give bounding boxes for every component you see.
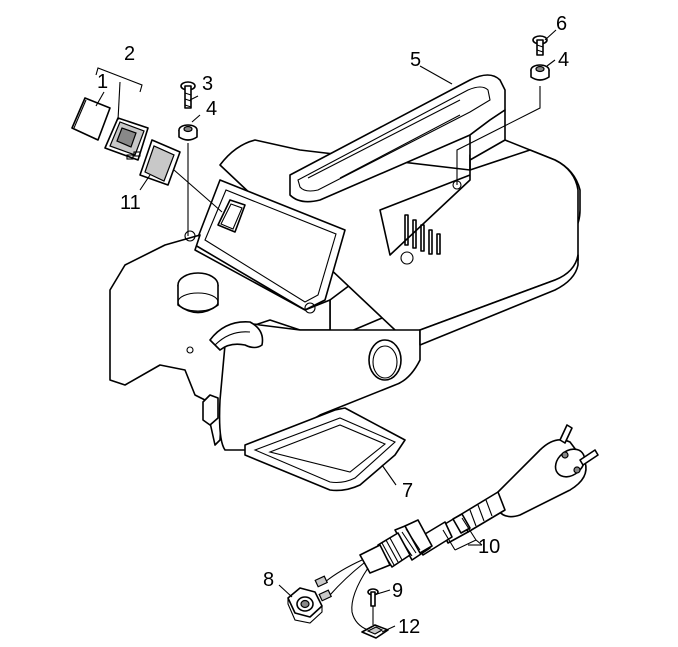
callout-6: 6 (556, 13, 567, 35)
callout-11: 11 (120, 192, 141, 214)
screw-3 (180, 81, 196, 109)
clip-12 (361, 624, 389, 639)
nut (287, 587, 323, 624)
housing-body (109, 74, 581, 451)
screw-9 (367, 588, 379, 607)
side-boss (368, 339, 402, 381)
cup-holder (177, 272, 219, 314)
callout-9: 9 (392, 580, 403, 602)
callout-7: 7 (402, 480, 413, 502)
front-slot (186, 321, 264, 354)
grommet-4-left (178, 124, 198, 141)
callout-5: 5 (410, 49, 421, 71)
callout-labels: 1 2 3 4 5 6 4 7 8 9 10 11 12 (97, 13, 569, 638)
switch-frame (126, 139, 181, 186)
callout-10: 10 (478, 536, 500, 558)
callout-4-left: 4 (206, 98, 217, 120)
body-switch-window (217, 199, 246, 233)
callout-2: 2 (124, 43, 135, 65)
grommet-4-right (530, 64, 550, 81)
screw-6 (532, 35, 548, 56)
leader-lines (95, 29, 557, 633)
callout-8: 8 (263, 569, 274, 591)
callout-3: 3 (202, 73, 213, 95)
callout-12: 12 (398, 616, 420, 638)
latch (202, 302, 316, 426)
base-plate (244, 407, 406, 492)
callout-1: 1 (97, 71, 108, 93)
callout-4-right: 4 (558, 49, 569, 71)
switch-rocker (104, 117, 149, 161)
switch-cover (71, 97, 111, 141)
